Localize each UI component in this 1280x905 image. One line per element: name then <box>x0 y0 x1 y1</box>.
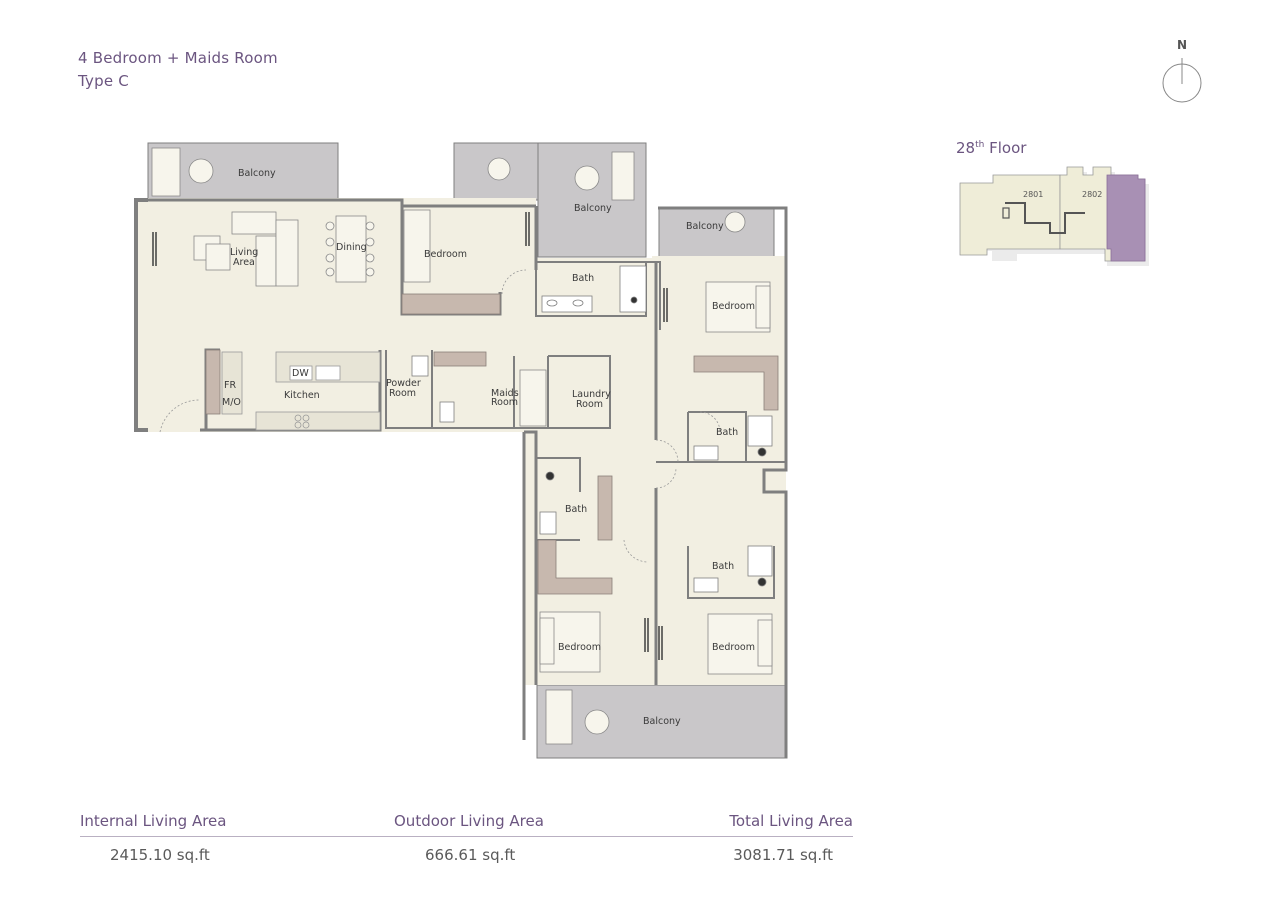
label-bath-sw: Bath <box>565 504 587 515</box>
label-maids-1: Maids <box>491 388 519 399</box>
highlighted-unit <box>1106 174 1146 262</box>
label-balcony-ne: Balcony <box>686 221 724 232</box>
total-area-label: Total Living Area <box>729 812 853 830</box>
label-bedroom-se: Bedroom <box>712 642 755 653</box>
label-bedroom-sw: Bedroom <box>558 642 601 653</box>
label-kitchen: Kitchen <box>284 390 320 401</box>
label-powder-2: Room <box>389 388 416 399</box>
label-balcony-nw: Balcony <box>238 168 276 179</box>
sliding-doors <box>152 212 668 660</box>
label-bedroom-n: Bedroom <box>424 249 467 260</box>
internal-area-label: Internal Living Area <box>80 812 227 830</box>
plan-subtitle: Type C <box>78 72 129 90</box>
floor-suffix: th <box>975 140 985 150</box>
door-swings <box>159 269 721 563</box>
outdoor-area-value: 666.61 sq.ft <box>425 846 516 864</box>
key-plan: 2801 2802 <box>959 166 1149 266</box>
room-labels: Balcony Balcony Balcony Balcony Living A… <box>222 168 755 727</box>
label-powder-1: Powder <box>386 378 421 389</box>
area-headers: Internal Living Area Outdoor Living Area… <box>80 812 853 837</box>
label-dining: Dining <box>336 242 367 253</box>
joinery <box>205 293 779 595</box>
label-laundry-1: Laundry <box>572 389 611 400</box>
floor-plan: Balcony Balcony Balcony Balcony Living A… <box>134 142 788 759</box>
furniture <box>151 147 773 745</box>
label-mo: M/O <box>222 397 241 408</box>
label-fr: FR <box>224 380 236 391</box>
bathroom-fixtures <box>411 265 773 593</box>
label-dw: DW <box>292 368 309 379</box>
label-bath-se: Bath <box>712 561 734 572</box>
floor-number: 28 <box>956 139 976 157</box>
compass-north-label: N <box>1177 38 1187 52</box>
outdoor-area-label: Outdoor Living Area <box>394 812 544 830</box>
kitchen-counters <box>221 351 381 431</box>
label-laundry-2: Room <box>576 399 603 410</box>
floor-word: Floor <box>989 139 1027 157</box>
north-compass-icon: N <box>1162 38 1202 103</box>
label-living-1: Living <box>230 247 258 258</box>
label-maids-2: Room <box>491 397 518 408</box>
total-area-value: 3081.71 sq.ft <box>733 846 833 864</box>
key-unit-2802: 2802 <box>1082 190 1102 199</box>
label-bath-e: Bath <box>716 427 738 438</box>
label-balcony-n: Balcony <box>574 203 612 214</box>
label-balcony-s: Balcony <box>643 716 681 727</box>
key-unit-2801: 2801 <box>1023 190 1043 199</box>
floor-label: 28th Floor <box>956 139 1026 157</box>
label-bath-n: Bath <box>572 273 594 284</box>
internal-area-value: 2415.10 sq.ft <box>110 846 210 864</box>
plan-title: 4 Bedroom + Maids Room <box>78 49 278 67</box>
label-bedroom-e: Bedroom <box>712 301 755 312</box>
label-living-2: Area <box>233 257 255 268</box>
